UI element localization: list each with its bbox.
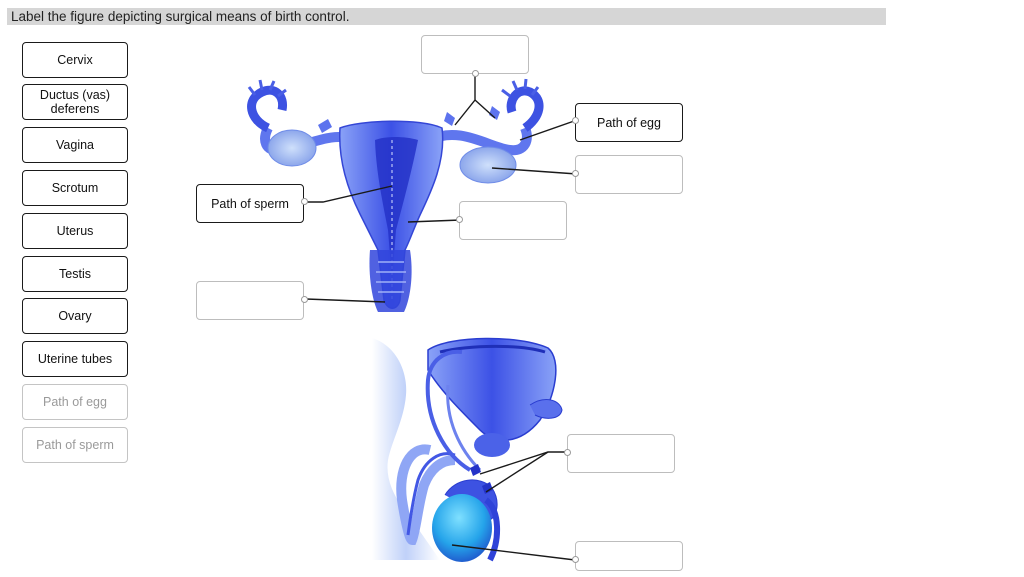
bank-item-ductus-deferens[interactable]: Ductus (vas) deferens [22,84,128,120]
drop-zone-path-of-sperm[interactable]: Path of sperm [196,184,304,223]
connector-dot [564,449,571,456]
drop-zone-female-vagina[interactable] [196,281,304,320]
question-header: Label the figure depicting surgical mean… [7,8,886,25]
connector-dot [572,556,579,563]
male-reproductive-illustration [372,337,563,562]
female-reproductive-illustration [247,78,544,312]
drop-zone-female-uterus[interactable] [459,201,567,240]
bank-item-cervix[interactable]: Cervix [22,42,128,78]
drop-zone-male-testis[interactable] [575,541,683,571]
connector-dot [301,296,308,303]
drop-zone-female-top[interactable] [421,35,529,74]
bank-item-vagina[interactable]: Vagina [22,127,128,163]
connector-dot [472,70,479,77]
bank-item-uterus[interactable]: Uterus [22,213,128,249]
connector-dot [572,170,579,177]
bank-item-ovary[interactable]: Ovary [22,298,128,334]
bank-item-path-of-egg: Path of egg [22,384,128,420]
bank-item-path-of-sperm: Path of sperm [22,427,128,463]
question-text: Label the figure depicting surgical mean… [11,9,350,24]
bank-item-scrotum[interactable]: Scrotum [22,170,128,206]
drop-zone-male-duct[interactable] [567,434,675,473]
bank-item-testis[interactable]: Testis [22,256,128,292]
connector-dot [301,198,308,205]
leader-lines [305,74,578,561]
drop-zone-female-ovary[interactable] [575,155,683,194]
connector-dot [456,216,463,223]
connector-dot [572,117,579,124]
drop-zone-path-of-egg[interactable]: Path of egg [575,103,683,142]
bank-item-uterine-tubes[interactable]: Uterine tubes [22,341,128,377]
